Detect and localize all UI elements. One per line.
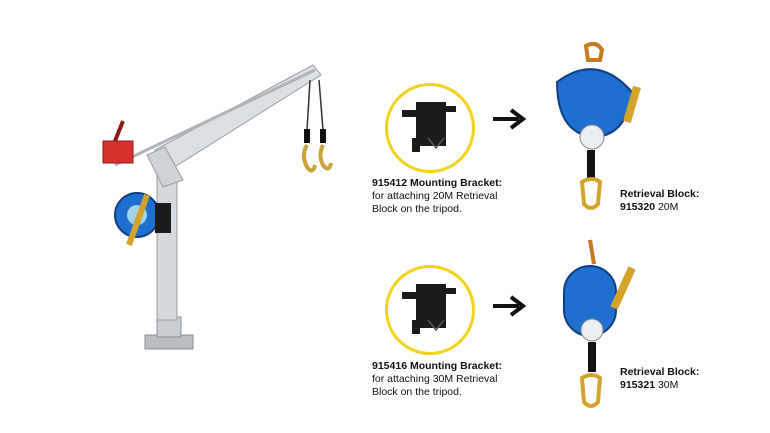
mounting-bracket-image: [402, 284, 456, 334]
right-arrow-icon: [493, 108, 527, 130]
bracket-title: Mounting Bracket:: [409, 177, 503, 189]
bracket-circle-915416: [385, 265, 475, 355]
block-title: Retrieval Block:: [620, 366, 700, 378]
retrieval-block-image: [555, 42, 641, 210]
mounting-bracket-image: [402, 102, 456, 152]
bracket-caption-915416: 915416 Mounting Bracket: for attaching 3…: [372, 360, 512, 399]
bracket-code: 915416: [372, 360, 408, 372]
bracket-desc: for attaching 30M Retrieval Block on the…: [372, 373, 498, 398]
block-caption-915321: Retrieval Block: 915321 30M: [620, 366, 730, 392]
davit-arm-image: [102, 64, 333, 350]
block-size: 30M: [657, 379, 679, 391]
bracket-desc: for attaching 20M Retrieval Block on the…: [372, 190, 498, 215]
right-arrow-icon: [493, 295, 527, 317]
block-caption-915320: Retrieval Block: 915320 20M: [620, 188, 730, 214]
bracket-title: Mounting Bracket:: [409, 360, 503, 372]
bracket-circle-915412: [385, 83, 475, 173]
retrieval-block-image: [563, 239, 636, 408]
bracket-code: 915412: [372, 177, 408, 189]
block-code: 915321: [620, 379, 656, 391]
block-title: Retrieval Block:: [620, 188, 700, 200]
block-size: 20M: [657, 201, 679, 213]
bracket-caption-915412: 915412 Mounting Bracket: for attaching 2…: [372, 177, 512, 216]
block-code: 915320: [620, 201, 656, 213]
